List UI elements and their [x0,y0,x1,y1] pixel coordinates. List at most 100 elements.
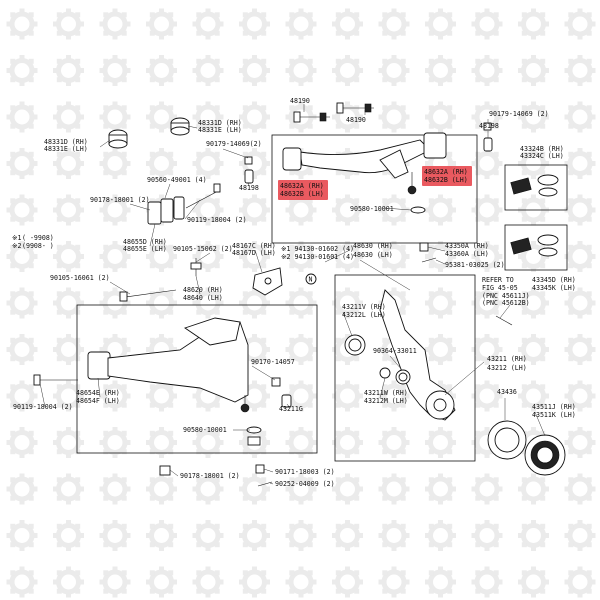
watermark-gear-icon [53,148,84,179]
watermark-gear-icon [192,520,224,551]
leader-line [286,403,291,409]
label-48630-rh: 48630 (RH) [353,242,393,250]
watermark-gear-icon [146,101,177,133]
watermark-gear-icon [239,566,270,598]
label-43212m: 43212M (LH) [364,397,408,405]
watermark-gear-icon [378,101,410,133]
leader-line [97,377,101,398]
watermark-gear-icon [53,380,84,412]
watermark-gear-icon [146,520,177,551]
label-48654-lh: 48654F (LH) [76,397,120,405]
watermark-gear-icon [425,55,456,86]
watermark-gear-icon [332,55,363,86]
label-90179-left: 90179-14069(2) [206,140,262,148]
watermark-gear-icon [6,194,38,226]
label-48655-lh: 48655E (LH) [123,245,167,253]
watermark-gear-icon [6,148,38,179]
label-94130-1: ※1 94130-01602 (4) [281,245,354,253]
watermark-gear-icon [378,473,410,505]
watermark-gear-icon [99,8,131,40]
watermark-gear-icon [518,473,549,505]
leader-line [534,411,546,437]
hub-43511 [524,434,566,476]
leader-line [149,223,156,247]
watermark-gear-icon [378,380,410,412]
watermark-gear-icon [53,8,84,40]
bracket-48167 [252,267,283,296]
leader-line [263,468,274,473]
watermark-gear-icon [53,101,84,133]
watermark-gear-icon [6,520,38,551]
watermark-gear-icon [146,566,177,598]
leader-line [379,377,386,399]
watermark-gear-icon [53,241,84,272]
leader-line [444,361,485,396]
leader-line [324,249,351,263]
leader-line [254,249,263,273]
watermark-gear-icon [332,194,363,226]
leader-line [109,281,131,295]
watermark-gear-icon [285,334,317,365]
label-43360-lh: 43360A (LH) [445,250,489,258]
watermark-gear-icon [192,8,224,40]
watermark-gear-icon [332,380,363,412]
bearing-90364 [395,369,411,385]
bump-stopper-48331-left [108,129,128,149]
leader-line [39,382,46,408]
watermark-gear-icon [146,55,177,86]
bolt-48620 [190,258,202,276]
watermark-gear-icon [378,427,410,458]
watermark-gear-icon [471,520,503,551]
watermark-gear-icon [425,101,456,133]
label-48331-rh: 48331D (RH) [198,119,242,127]
label-48655-rh: 48655D (RH) [123,238,167,246]
washer-48198-top [483,137,493,152]
watermark-gear-icon [518,287,549,319]
label-95381: 95381-03025 (2) [445,261,505,269]
watermark-gear-icon [99,241,131,272]
watermark-gear-icon [564,8,596,40]
label-43324-lh: 43324C (LH) [520,152,564,160]
watermark-gear-icon [285,8,317,40]
watermark-gear-icon [564,520,596,551]
label-43212l: 43212L (LH) [342,311,386,319]
pin-90252 [257,481,273,487]
watermark-gear-icon [285,55,317,86]
watermark-gear-icon [425,473,456,505]
watermark-gear-icon [425,287,456,319]
watermark-gear-icon [564,194,596,226]
watermark-gear-icon [332,566,363,598]
watermark-gear-icon [564,148,596,179]
watermark-gear-icon [192,101,224,133]
washer-48198-left [244,169,254,184]
label-43324-rh: 43324B (RH) [520,145,564,153]
label-refer-1: REFER TO [482,276,514,284]
watermark-gear-icon [332,8,363,40]
watermark-gear-icon [564,380,596,412]
watermark-gear-icon [518,8,549,40]
bushing-48655 [147,196,185,225]
watermark-gear-icon [564,101,596,133]
watermark-gear-icon [425,241,456,272]
callout-n: N [305,273,317,285]
label-48167-rh: 48167C (RH) [232,242,276,250]
watermark-gear-icon [518,566,549,598]
watermark-gear-icon [53,55,84,86]
bolt-48190-mid [336,102,374,114]
label-43211-rh: 43211 (RH) [487,355,527,363]
leader-line [129,203,151,211]
label-90105-16061: 90105-16061 (2) [50,274,110,282]
highlight-48632-left [278,180,328,200]
watermark-gear-icon [6,334,38,365]
watermark-gear-icon [192,427,224,458]
leader-line [169,469,179,477]
watermark-gear-icon [425,427,456,458]
label-48198-top: 48198 [479,122,499,130]
label-90119-upper: 90119-18004 (2) [187,216,247,224]
highlight-48632-right [422,166,472,186]
bolt-48190-top [293,111,330,123]
watermark-gear-icon [99,473,131,505]
watermark-gear-icon [518,334,549,365]
watermark-gear-icon [425,334,456,365]
watermark-gear-icon [53,334,84,365]
